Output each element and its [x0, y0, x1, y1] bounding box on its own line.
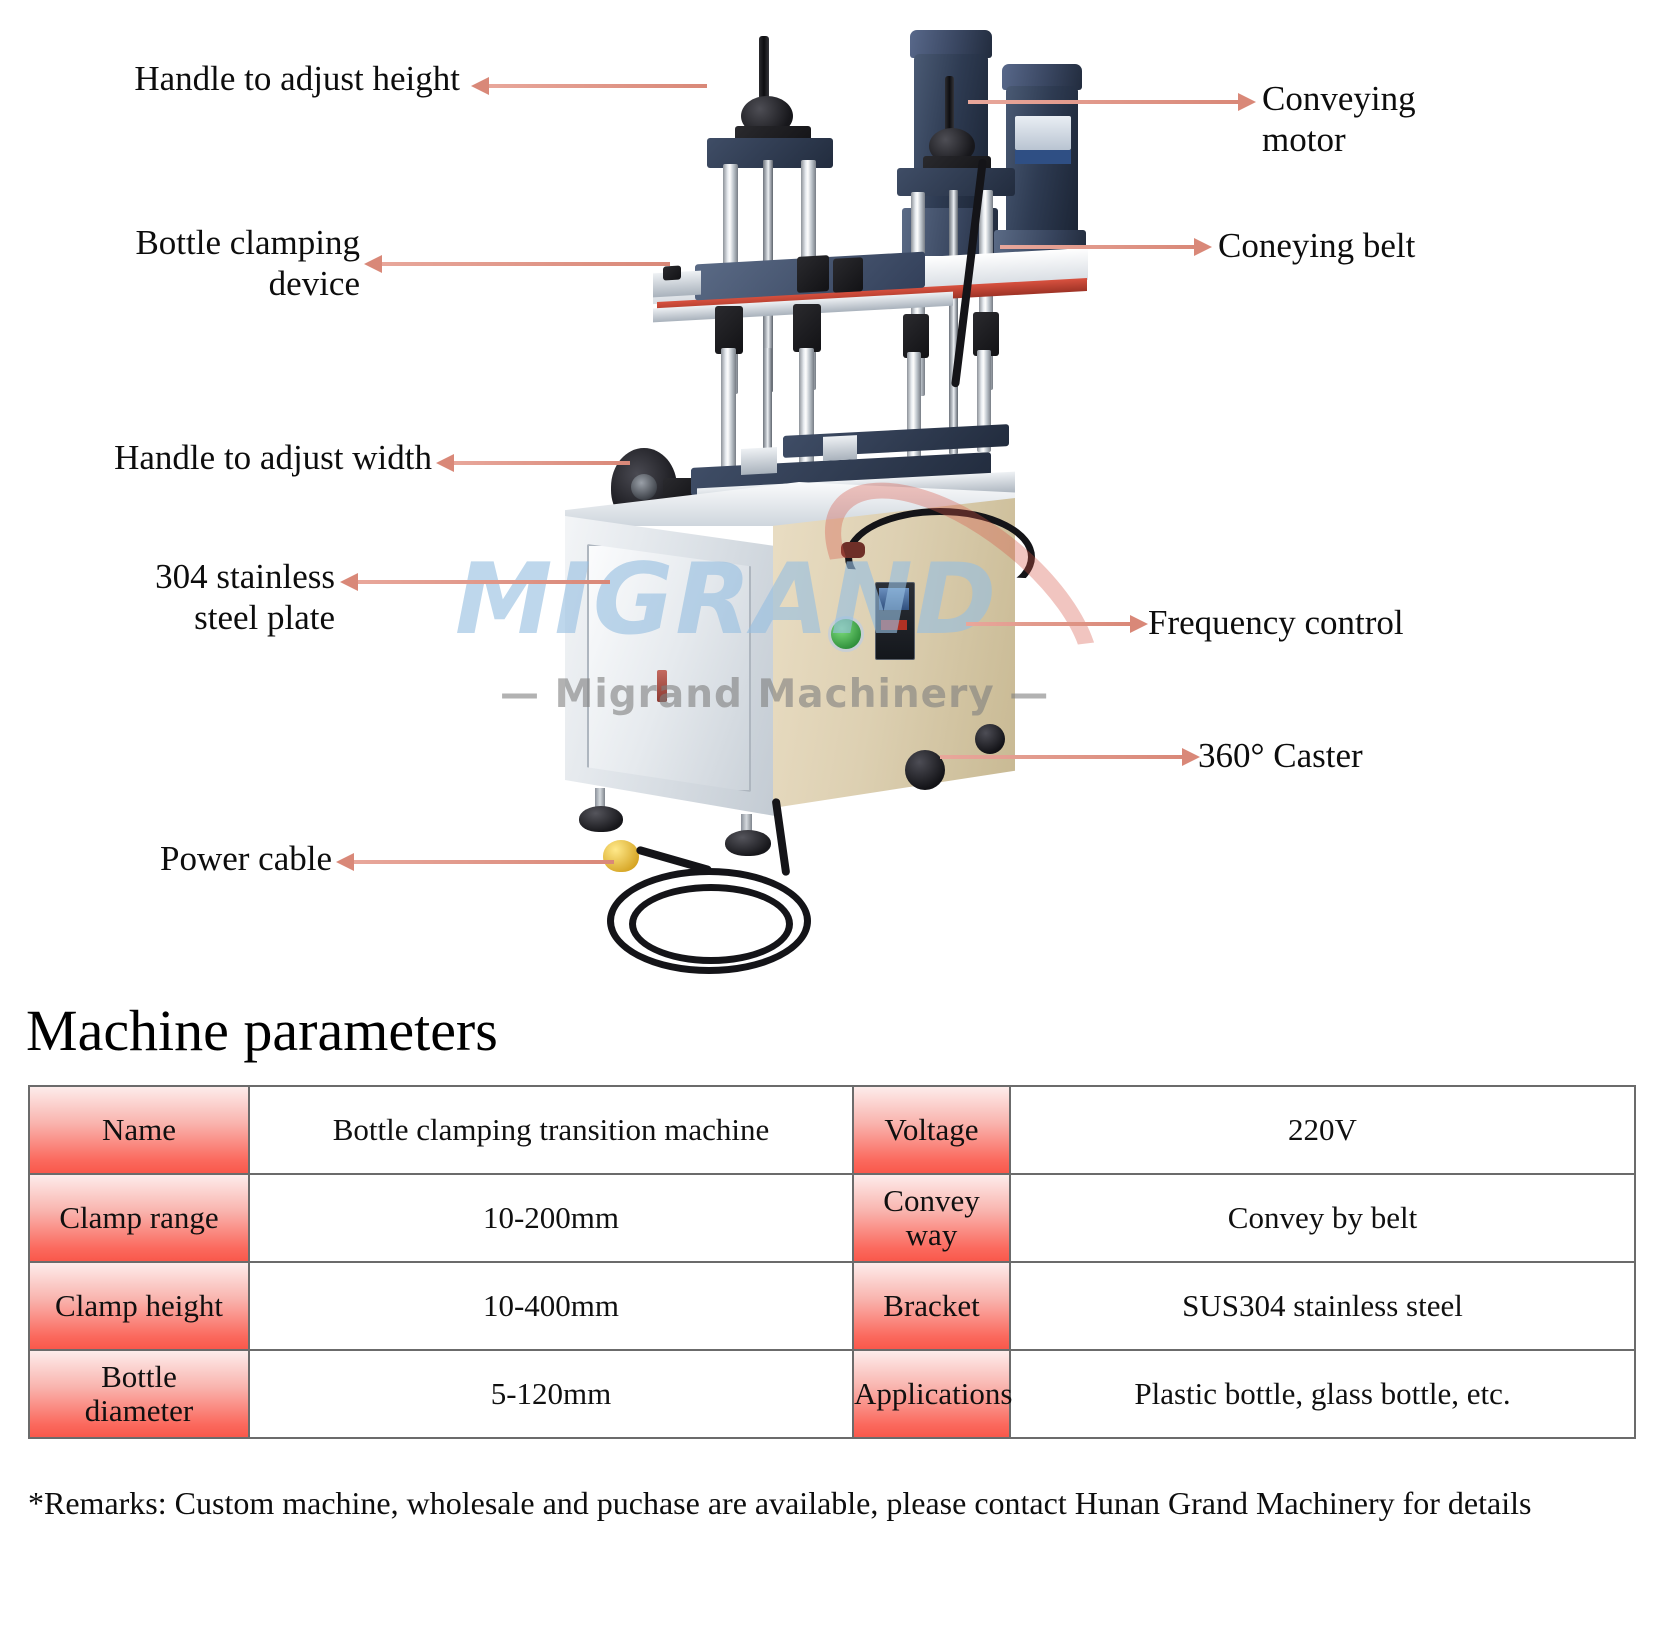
- frequency-control-display: [879, 588, 909, 610]
- arrow-bottle-clamp: [364, 255, 670, 273]
- spec-key: Name: [28, 1085, 250, 1175]
- product-diagram: MIGRAND — Migrand Machinery — Handle to …: [114, 8, 1416, 974]
- machine-photo: [545, 8, 1105, 974]
- foot-stem-left: [595, 788, 605, 812]
- specifications-table: Name Bottle clamping transition machine …: [28, 1085, 1636, 1439]
- lower-rod-3: [799, 348, 814, 478]
- arrow-caster: [940, 748, 1200, 766]
- arrow-frequency-control: [966, 615, 1148, 633]
- width-handwheel-hub: [631, 474, 657, 500]
- arrow-conveying-belt: [1000, 238, 1212, 256]
- label-conveying-belt: Coneying belt: [1218, 226, 1416, 265]
- start-button[interactable]: [828, 616, 864, 652]
- carriage-block-2: [823, 435, 857, 461]
- table-row: Name Bottle clamping transition machine …: [28, 1085, 1636, 1175]
- clamp-pad-2: [833, 257, 863, 293]
- motor-cap-left: [910, 30, 992, 58]
- power-plug: [603, 840, 639, 872]
- lower-rod-2: [763, 348, 772, 472]
- arrow-conveying-motor: [968, 93, 1256, 111]
- spec-value: 10-200mm: [248, 1173, 854, 1263]
- door-latch[interactable]: [657, 670, 667, 702]
- spec-value: 5-120mm: [248, 1349, 854, 1439]
- arrow-handle-width: [436, 454, 630, 472]
- arrow-handle-height: [471, 77, 707, 95]
- remarks-note: *Remarks: Custom machine, wholesale and …: [28, 1485, 1532, 1521]
- spec-value: Plastic bottle, glass bottle, etc.: [1009, 1349, 1636, 1439]
- label-power-cable: Power cable: [159, 839, 332, 878]
- machine-parameters-section: Machine parameters Name Bottle clamping …: [0, 985, 1667, 1638]
- clamp-pad-1: [797, 255, 829, 293]
- height-handle-stem-1[interactable]: [759, 36, 769, 114]
- page-title: Machine parameters: [26, 998, 498, 1063]
- leveling-foot-front: [725, 830, 771, 856]
- label-handle-height: Handle to adjust height: [134, 59, 460, 98]
- clamp-end-knob: [663, 265, 681, 281]
- power-cable-coil-inner: [629, 884, 793, 964]
- spec-value: Convey by belt: [1009, 1173, 1636, 1263]
- motor-cable-end: [841, 542, 865, 558]
- caster-right: [905, 750, 945, 790]
- spec-value: Bottle clamping transition machine: [248, 1085, 854, 1175]
- spec-key: Applications: [852, 1349, 1012, 1439]
- motor-cap-right: [1002, 64, 1082, 90]
- label-handle-width: Handle to adjust width: [114, 438, 432, 477]
- frequency-control-knob[interactable]: [881, 620, 907, 630]
- rod-collar-4: [973, 312, 999, 356]
- carriage-block-1: [741, 447, 777, 475]
- label-frequency-control: Frequency control: [1148, 603, 1404, 642]
- leveling-foot-left: [579, 806, 623, 832]
- lower-rod-5: [949, 350, 958, 454]
- power-cable-down: [771, 797, 791, 877]
- rod-collar-3: [903, 314, 929, 358]
- arrow-steel-plate: [340, 573, 610, 591]
- spec-key: Clamp range: [28, 1173, 250, 1263]
- spec-value: 220V: [1009, 1085, 1636, 1175]
- foot-stem-front: [741, 814, 752, 836]
- motor-nameplate-band: [1015, 150, 1071, 164]
- spec-value: 10-400mm: [248, 1261, 854, 1351]
- spec-key: Voltage: [852, 1085, 1011, 1175]
- height-handle-stem-2[interactable]: [945, 76, 954, 144]
- spec-value: SUS304 stainless steel: [1009, 1261, 1636, 1351]
- guide-rod-5: [949, 190, 958, 408]
- caster-rear: [975, 724, 1005, 754]
- cabinet-door[interactable]: [587, 544, 751, 792]
- spec-key: Clamp height: [28, 1261, 250, 1351]
- arrow-power-cable: [336, 853, 614, 871]
- table-row: Clamp height 10-400mm Bracket SUS304 sta…: [28, 1261, 1636, 1351]
- rod-collar-2: [793, 304, 821, 352]
- motor-nameplate: [1015, 116, 1071, 150]
- lower-rod-1: [721, 348, 736, 480]
- label-caster: 360° Caster: [1198, 736, 1363, 775]
- spec-key: Bracket: [852, 1261, 1011, 1351]
- rod-collar-1: [715, 306, 743, 354]
